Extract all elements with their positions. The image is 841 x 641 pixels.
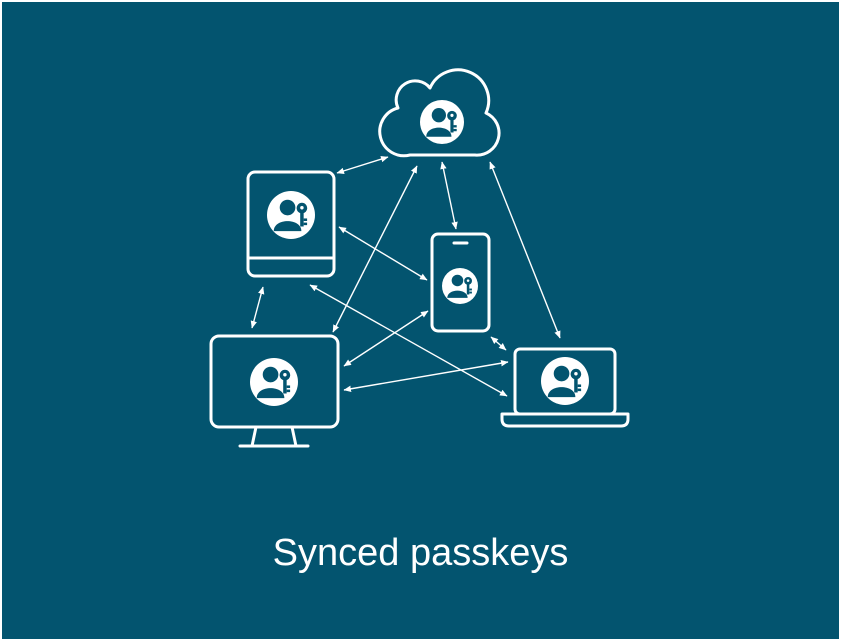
connection-desktop-laptop (343, 360, 509, 392)
diagram-caption: Synced passkeys (272, 532, 569, 574)
connection-tablet-phone (338, 226, 428, 281)
connection-phone-desktop (343, 310, 429, 367)
connections-layer (250, 156, 561, 397)
laptop-node (500, 347, 630, 428)
connection-phone-laptop (490, 336, 507, 351)
tablet-icon (246, 170, 336, 278)
cloud-icon (378, 68, 501, 158)
desktop-monitor-icon (209, 334, 340, 429)
smartphone-icon (430, 232, 491, 333)
connection-cloud-phone (440, 161, 458, 230)
desktop-user-badge (250, 358, 298, 406)
cloud-user-badge (420, 100, 464, 144)
tablet-node (246, 170, 336, 278)
connection-tablet-desktop (250, 286, 265, 329)
desktop-node (209, 334, 340, 448)
connection-cloud-tablet (336, 156, 389, 174)
cloud-node (378, 68, 501, 158)
tablet-user-badge (267, 191, 315, 239)
connection-cloud-laptop (489, 161, 561, 339)
laptop-user-badge (541, 357, 589, 405)
phone-user-badge (442, 268, 478, 304)
phone-node (430, 232, 491, 333)
